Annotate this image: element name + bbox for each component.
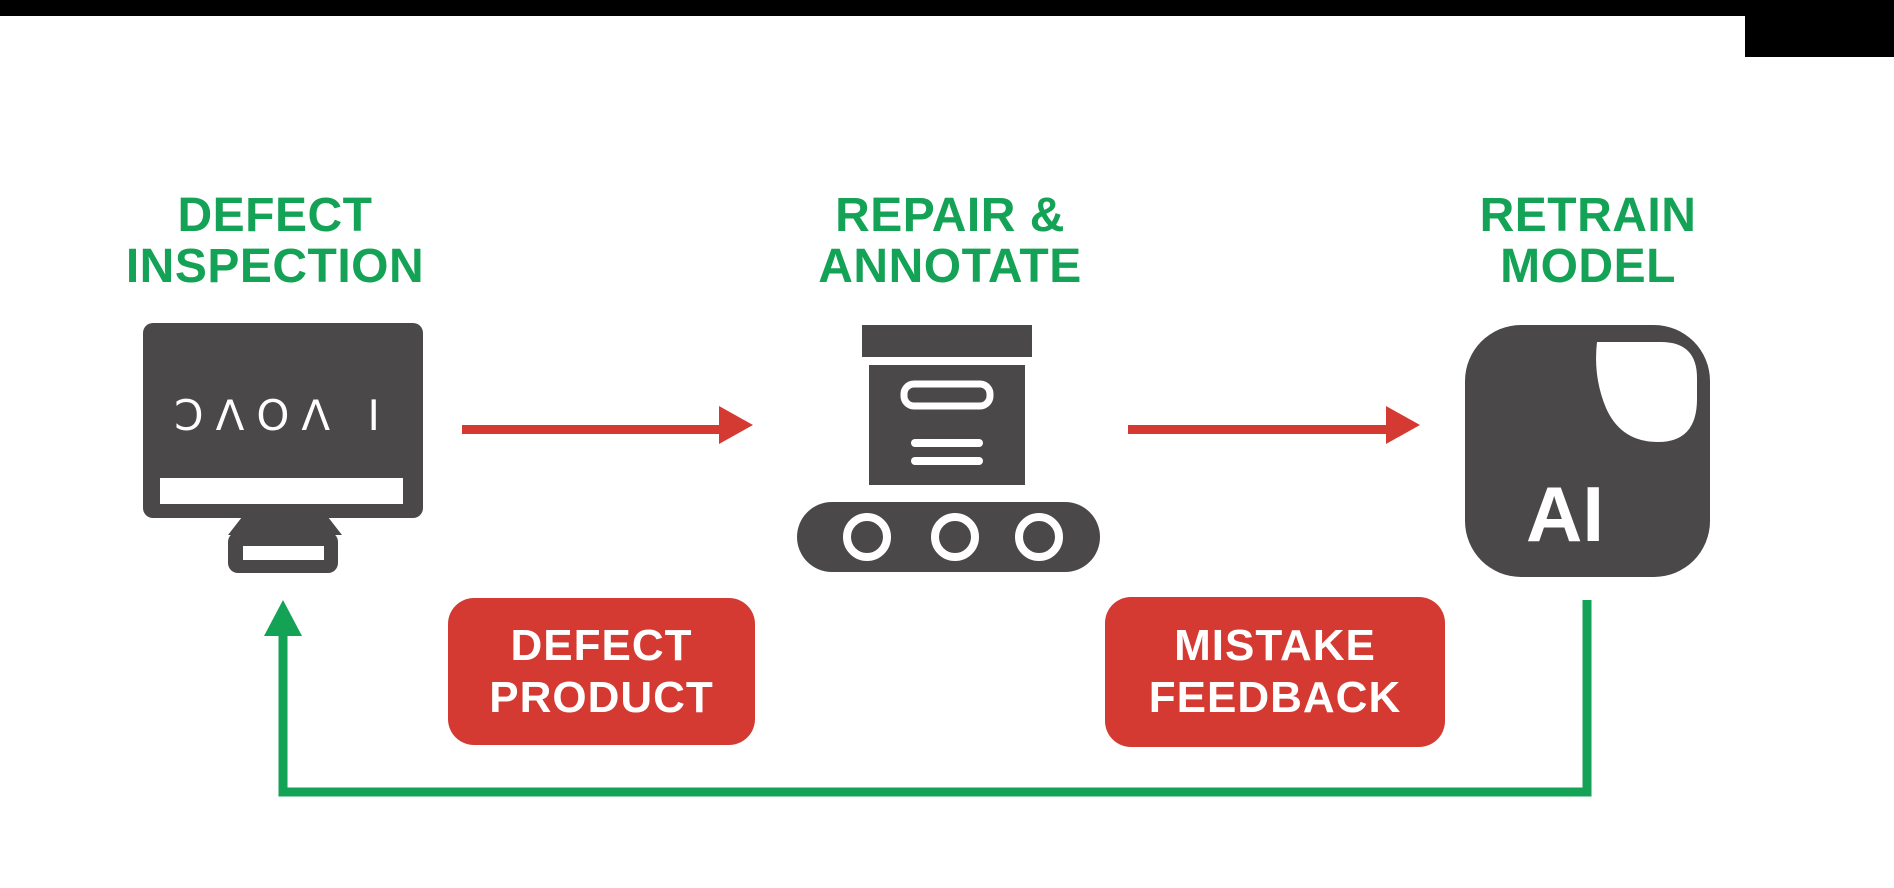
stage-title-line: ANNOTATE bbox=[818, 240, 1082, 293]
stage-title-line: DEFECT bbox=[177, 189, 373, 242]
badge-line: MISTAKE bbox=[1174, 621, 1376, 670]
monitor-daoai-icon: ƆΛΟΛ Ι bbox=[143, 323, 423, 573]
stage-title-retrain-model: RETRAIN MODEL bbox=[1378, 190, 1798, 292]
stage-title-repair-annotate: REPAIR & ANNOTATE bbox=[740, 190, 1160, 292]
conveyor-box-icon bbox=[797, 325, 1100, 572]
stage-title-line: REPAIR & bbox=[835, 189, 1065, 242]
daoai-logo-text: ƆΛΟΛ Ι bbox=[174, 391, 392, 440]
badge-mistake-feedback: MISTAKE FEEDBACK bbox=[1105, 597, 1445, 747]
badge-line: PRODUCT bbox=[489, 672, 714, 722]
badge-line: FEEDBACK bbox=[1148, 673, 1402, 722]
forward-arrow-icon bbox=[462, 406, 753, 448]
badge-line: DEFECT bbox=[510, 620, 693, 670]
badge-defect-product: DEFECT PRODUCT bbox=[448, 598, 755, 745]
stage-title-defect-inspection: DEFECT INSPECTION bbox=[65, 190, 485, 292]
stage-title-line: INSPECTION bbox=[125, 240, 425, 293]
ai-chip-icon: AI bbox=[1465, 325, 1710, 577]
stage-title-line: RETRAIN bbox=[1479, 189, 1697, 242]
leaf-cutout bbox=[1596, 342, 1697, 442]
stage-title-line: MODEL bbox=[1500, 240, 1676, 293]
top-right-black-block bbox=[1745, 0, 1894, 57]
ai-label: AI bbox=[1526, 470, 1604, 558]
top-black-bar bbox=[0, 0, 1894, 16]
forward-arrow-icon bbox=[1128, 406, 1420, 448]
